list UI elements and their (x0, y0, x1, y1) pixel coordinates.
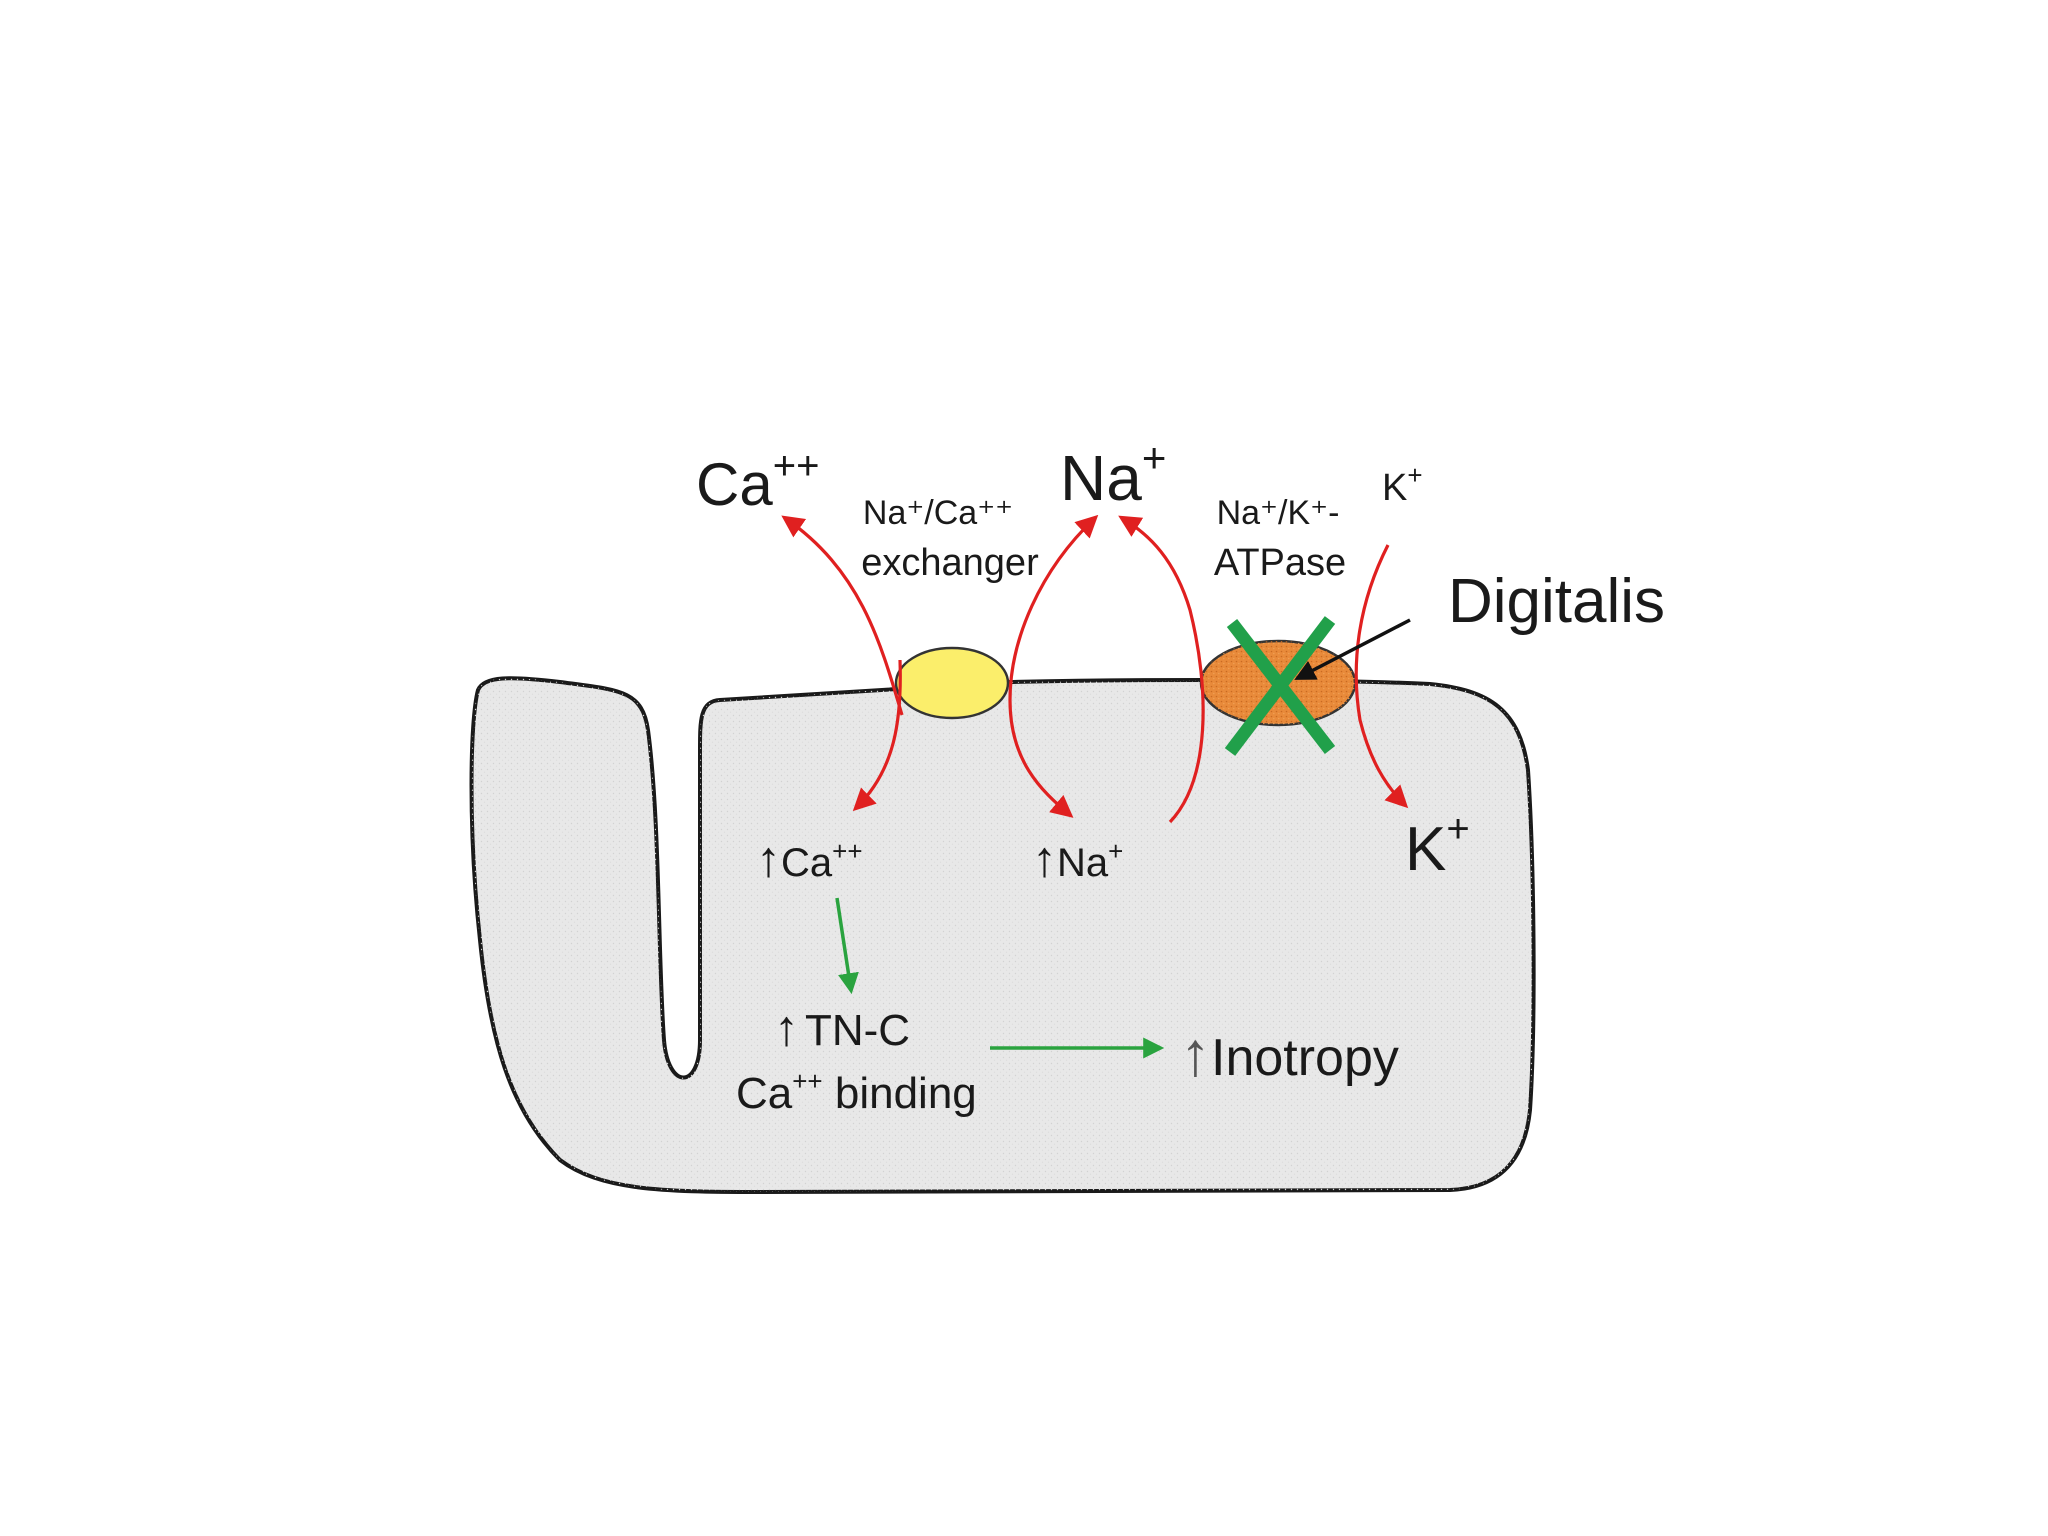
na-ca-exchanger (894, 646, 1010, 720)
na-efflux-arrow (1118, 515, 1205, 824)
digitalis-pointer-arrow (1294, 618, 1411, 680)
digitalis-label: Digitalis (1448, 567, 1665, 636)
up-arrow-icon: ↑ (756, 831, 781, 887)
extracellular-k-label: K+ (1382, 460, 1423, 509)
ca-exchanger-inner-arrow (852, 659, 902, 812)
tnc-label-line1: ↑TN-C (774, 1000, 910, 1056)
intracellular-k-label: K+ (1405, 807, 1470, 884)
atpase-label-line2: ATPase (1214, 542, 1346, 584)
inhibition-x-icon (1224, 616, 1336, 756)
ca-to-tnc-arrow (835, 897, 859, 995)
extracellular-na-label: Na+ (1060, 434, 1166, 514)
inotropy-label: ↑Inotropy (1180, 1020, 1399, 1089)
na-influx-arrow (1008, 514, 1099, 818)
extracellular-ca-label: Ca++ (696, 444, 819, 518)
atpase-label-line1: Na⁺/K⁺- (1217, 494, 1340, 532)
up-arrow-icon: ↑ (1032, 831, 1057, 887)
up-arrow-icon: ↑ (774, 1000, 799, 1056)
k-influx-arrow (1354, 544, 1409, 809)
tnc-label-line2: Ca++ binding (736, 1066, 977, 1118)
intracellular-na-label: ↑Na+ (1032, 831, 1123, 887)
exchanger-label-line2: exchanger (861, 542, 1039, 584)
up-arrow-icon: ↑ (1180, 1020, 1211, 1089)
ca-efflux-arrow (781, 515, 904, 716)
exchanger-label-line1: Na⁺/Ca⁺⁺ (863, 494, 1013, 532)
intracellular-ca-label: ↑Ca++ (756, 831, 863, 887)
